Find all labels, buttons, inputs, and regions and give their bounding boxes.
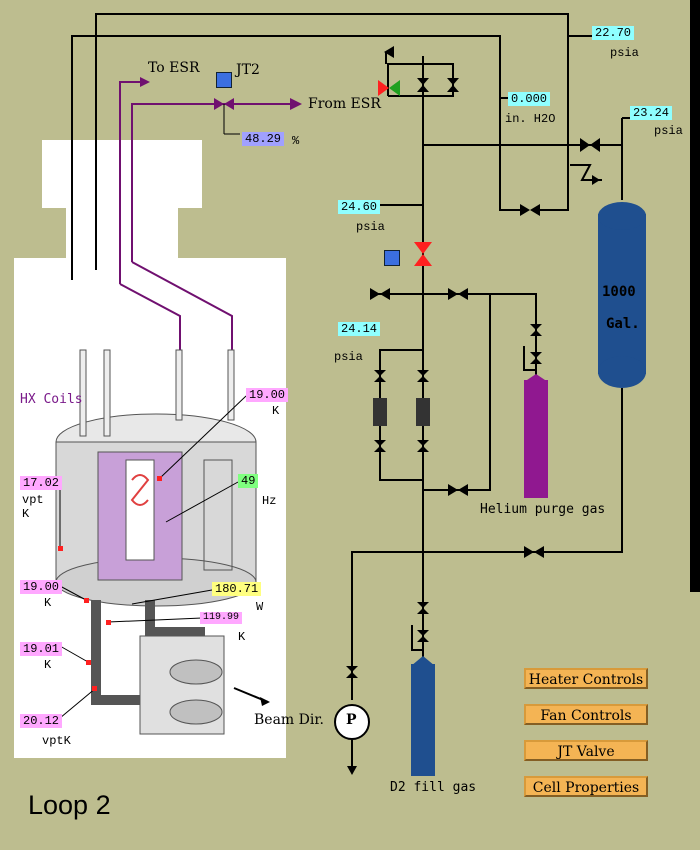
pressure-tank-readout: 23.24 [630, 106, 673, 120]
pressure-top-unit: psia [610, 46, 639, 60]
temp-vpt-unit: vpt K [22, 493, 44, 521]
pressure-mid-unit: psia [356, 220, 385, 234]
hx-coils-label: HX Coils [20, 392, 83, 407]
temp-a-readout: 19.00 [20, 580, 63, 594]
beam-arrow [233, 687, 269, 703]
temp-vptk-readout: 20.12 [20, 714, 63, 728]
jt2-label: JT2 [236, 62, 260, 78]
heater-power-unit: W [256, 600, 264, 614]
target-cell-drawing [55, 349, 257, 735]
tank-volume-label: 1000 [602, 284, 636, 300]
filter-a [373, 398, 387, 426]
sensor-markers [58, 476, 162, 691]
window-edge [690, 0, 700, 592]
cell-properties-button[interactable]: Cell Properties [524, 776, 648, 797]
fan-freq-readout: 49 [238, 474, 259, 488]
temp-b-readout: 19.01 [20, 642, 63, 656]
temp-heater-readout: 119.99 [200, 612, 243, 624]
control-valves [378, 80, 432, 266]
jt2-valve [214, 98, 234, 110]
pressure-low-unit: psia [334, 350, 363, 364]
heater-power-readout: 180.71 [212, 582, 262, 596]
valves [346, 78, 600, 678]
temp-vpt-readout: 17.02 [20, 476, 63, 490]
jt2-percent-unit: % [292, 134, 300, 148]
storage-tank [598, 202, 646, 388]
pressure-low-readout: 24.14 [338, 322, 381, 336]
jt-valve-button[interactable]: JT Valve [524, 740, 648, 761]
heater-controls-button[interactable]: Heater Controls [524, 668, 648, 689]
jt2-control-icon[interactable] [216, 72, 232, 88]
temp-b-unit: K [44, 658, 52, 672]
pressure-tank-unit: psia [654, 124, 683, 138]
from-esr-label: From ESR [308, 96, 381, 112]
temp-heater-unit: K [238, 630, 246, 644]
to-esr-label: To ESR [148, 60, 200, 76]
pump-icon [334, 704, 370, 740]
fan-controls-button[interactable]: Fan Controls [524, 704, 648, 725]
d2-fill-label: D2 fill gas [390, 780, 477, 795]
temp-a-unit: K [44, 596, 52, 610]
d2-cylinder [411, 656, 435, 776]
pressure-top-readout: 22.70 [592, 26, 635, 40]
black-piping [71, 13, 630, 772]
helium-cylinder [524, 374, 548, 498]
fan-freq-unit: Hz [262, 494, 277, 508]
temp-top-readout: 19.00 [246, 388, 289, 402]
valve-control-icon[interactable] [384, 250, 400, 266]
helium-purge-label: Helium purge gas [480, 502, 606, 517]
esr-arrows [140, 77, 302, 110]
tank-unit-label: Gal. [606, 316, 640, 332]
loop-title: Loop 2 [28, 790, 111, 820]
jt2-percent-readout: 48.29 [242, 132, 285, 146]
pressure-h2o-unit: in. H2O [505, 112, 556, 126]
pressure-mid-readout: 24.60 [338, 200, 381, 214]
temp-top-unit: K [272, 404, 280, 418]
pump-letter: P [346, 712, 357, 728]
pressure-h2o-readout: 0.000 [508, 92, 551, 106]
filter-b [416, 398, 430, 426]
callout-lines [59, 395, 247, 719]
beam-direction-label: Beam Dir. [254, 712, 324, 728]
temp-vptk-unit: vptK [42, 734, 71, 748]
